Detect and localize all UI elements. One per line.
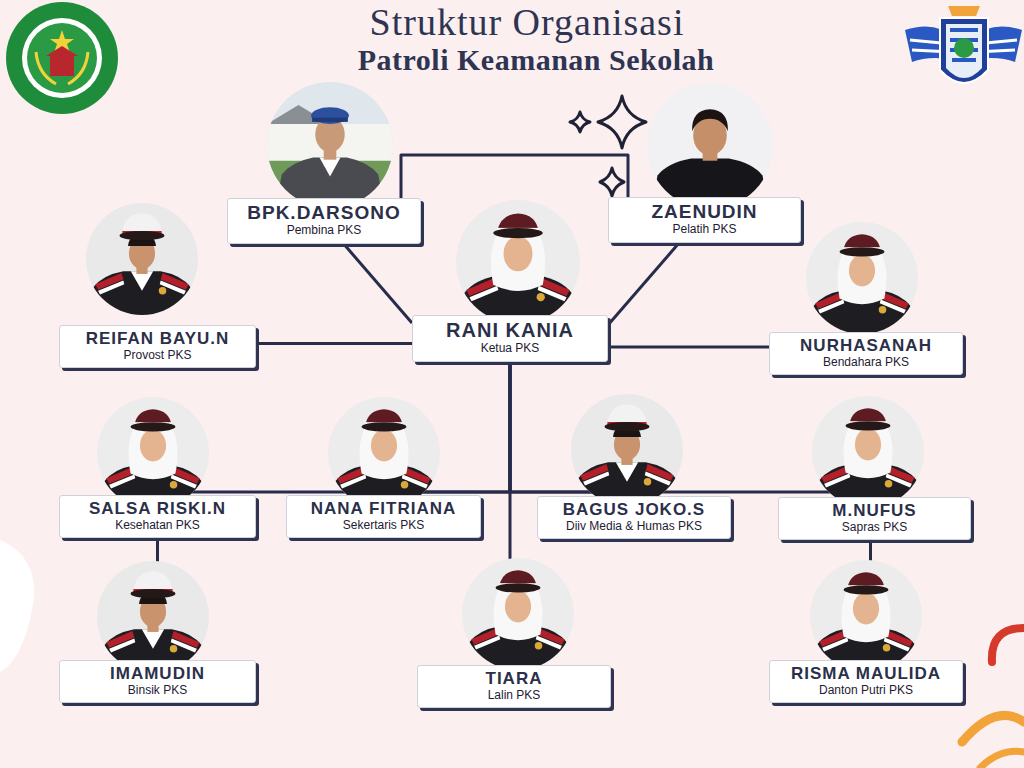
member-role: Ketua PKS (421, 342, 599, 356)
member-box: NURHASANAHBendahara PKS (769, 332, 963, 375)
connector-line (256, 342, 412, 345)
member-photo (97, 397, 209, 509)
red-curve (992, 628, 1024, 662)
connector-line (608, 345, 769, 348)
member-box: BAGUS JOKO.SDiiv Media & Humas PKS (537, 496, 731, 539)
member-photo (812, 396, 924, 508)
member-role: Provost PKS (68, 349, 247, 363)
member-photo (810, 560, 922, 672)
member-box: RANI KANIAKetua PKS (412, 315, 608, 362)
member-box: M.NUFUSSapras PKS (778, 497, 971, 540)
member-role: Sekertaris PKS (295, 519, 472, 533)
member-box: REIFAN BAYU.NProvost PKS (59, 325, 256, 368)
member-name: BAGUS JOKO.S (546, 500, 722, 520)
member-role: Diiv Media & Humas PKS (546, 520, 722, 534)
member-name: ZAENUDIN (617, 201, 792, 223)
member-role: Binsik PKS (68, 684, 247, 698)
member-photo (647, 83, 773, 209)
member-role: Bendahara PKS (778, 356, 954, 370)
member-photo (267, 82, 393, 208)
sparkle-decoration (570, 96, 646, 196)
connector-line (401, 155, 628, 198)
chart-subtitle: Patroli Keamanan Sekolah (0, 42, 1024, 78)
member-name: RISMA MAULIDA (778, 664, 954, 684)
member-box: BPK.DARSONOPembina PKS (227, 198, 421, 244)
member-role: Pembina PKS (236, 224, 412, 238)
chart-title: Struktur Organisasi (0, 2, 1024, 44)
member-name: M.NUFUS (787, 501, 962, 521)
member-photo (97, 561, 209, 673)
school-logo (6, 2, 118, 114)
member-photo (806, 222, 918, 334)
connector-line (608, 243, 679, 325)
member-role: Sapras PKS (787, 521, 962, 535)
unit-logo (905, 6, 1022, 83)
member-name: IMAMUDIN (68, 664, 247, 684)
member-box: SALSA RISKI.NKesehatan PKS (59, 495, 256, 538)
member-name: RANI KANIA (421, 319, 599, 342)
member-photo (328, 397, 440, 509)
member-box: ZAENUDINPelatih PKS (608, 197, 801, 243)
member-photo (456, 200, 580, 324)
member-name: TIARA (426, 669, 602, 689)
member-photo (571, 394, 683, 506)
member-name: NURHASANAH (778, 336, 954, 356)
member-name: SALSA RISKI.N (68, 499, 247, 519)
connector-line (343, 244, 412, 323)
member-photo (462, 558, 574, 670)
member-name: NANA FITRIANA (295, 499, 472, 519)
member-name: REIFAN BAYU.N (68, 329, 247, 349)
member-box: NANA FITRIANASekertaris PKS (286, 495, 481, 538)
member-name: BPK.DARSONO (236, 202, 412, 224)
member-box: IMAMUDINBinsik PKS (59, 660, 256, 703)
member-role: Pelatih PKS (617, 223, 792, 237)
member-box: RISMA MAULIDADanton Putri PKS (769, 660, 963, 703)
member-role: Lalin PKS (426, 689, 602, 703)
member-photo (86, 203, 198, 315)
member-role: Kesehatan PKS (68, 519, 247, 533)
orange-curve (962, 715, 1024, 742)
orange-curve (980, 751, 1024, 768)
member-box: TIARALalin PKS (417, 665, 611, 708)
member-role: Danton Putri PKS (778, 684, 954, 698)
white-blob (0, 540, 34, 672)
